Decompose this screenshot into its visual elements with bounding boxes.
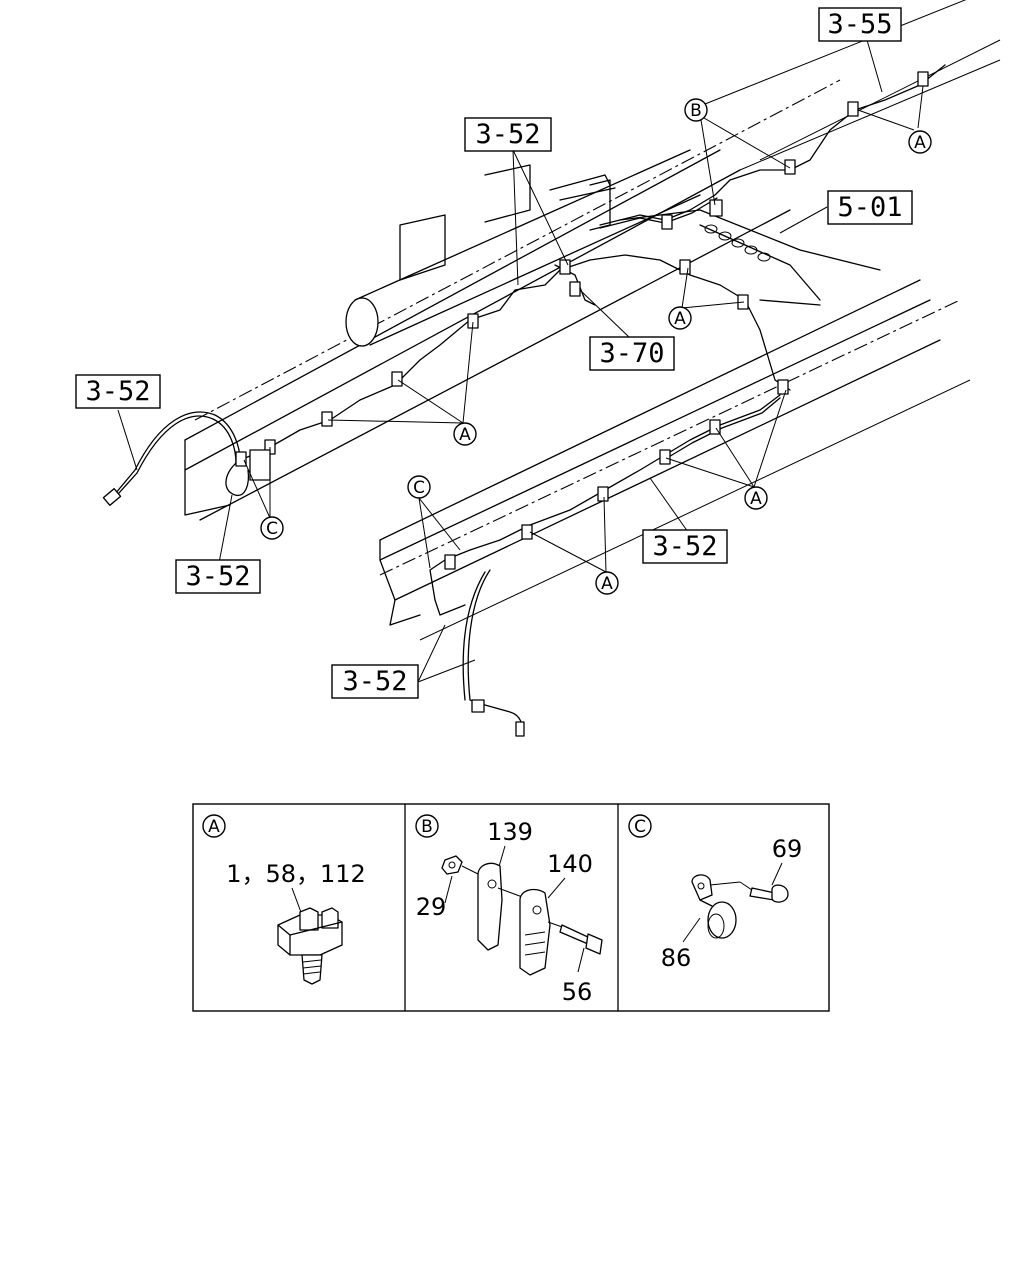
- pipe-clips: [102, 71, 929, 737]
- part-69: 69: [772, 835, 803, 863]
- detail-a-panel: A 1，58，112: [202, 814, 366, 985]
- svg-text:3-55: 3-55: [827, 9, 892, 40]
- svg-text:A: A: [674, 309, 686, 329]
- svg-text:C: C: [413, 478, 425, 498]
- marker-a-center: A: [668, 306, 692, 330]
- svg-text:3-70: 3-70: [599, 338, 664, 369]
- svg-text:C: C: [634, 817, 646, 837]
- marker-c-left: C: [260, 516, 284, 540]
- svg-text:A: A: [914, 133, 926, 153]
- callout-3-52-left: 3-52: [75, 374, 161, 409]
- marker-b-top: B: [684, 98, 708, 122]
- part-56: 56: [562, 978, 593, 1006]
- callout-3-52-bottom: 3-52: [331, 664, 419, 699]
- callout-3-70: 3-70: [589, 336, 675, 371]
- svg-text:A: A: [208, 817, 220, 837]
- callout-3-55: 3-55: [818, 7, 902, 42]
- marker-a-top-right: A: [908, 130, 932, 154]
- part-140: 140: [547, 850, 593, 878]
- clip-b-drawing: [441, 855, 603, 976]
- clip-a-drawing: [277, 907, 343, 985]
- svg-text:5-01: 5-01: [837, 192, 902, 223]
- callout-3-52-top: 3-52: [464, 117, 552, 152]
- clip-c-drawing: [691, 874, 789, 939]
- detail-a-parts: 1，58，112: [226, 860, 366, 888]
- chassis-frame: [184, 0, 1001, 641]
- part-29: 29: [416, 893, 447, 921]
- detail-c-marker: C: [628, 814, 652, 838]
- marker-a-bottom: A: [595, 571, 619, 595]
- svg-text:B: B: [421, 817, 433, 837]
- leader-lines: [117, 39, 924, 683]
- svg-text:B: B: [690, 101, 702, 121]
- svg-text:A: A: [601, 574, 613, 594]
- detail-b-panel: B 139 140 29 56: [415, 814, 603, 1006]
- callout-3-52-right: 3-52: [642, 529, 728, 564]
- detail-c-panel: C 69 86: [628, 814, 803, 972]
- svg-text:3-52: 3-52: [475, 119, 540, 150]
- svg-text:A: A: [750, 489, 762, 509]
- callout-5-01: 5-01: [827, 190, 913, 225]
- marker-c-right: C: [407, 475, 431, 499]
- svg-text:C: C: [266, 519, 278, 539]
- svg-text:3-52: 3-52: [85, 376, 150, 407]
- marker-a-left: A: [453, 422, 477, 446]
- svg-text:3-52: 3-52: [342, 666, 407, 697]
- svg-text:3-52: 3-52: [185, 561, 250, 592]
- part-86: 86: [661, 944, 692, 972]
- callout-3-52-left-lower: 3-52: [175, 559, 261, 594]
- svg-text:A: A: [459, 425, 471, 445]
- detail-b-marker: B: [415, 814, 439, 838]
- part-139: 139: [487, 818, 533, 846]
- svg-text:3-52: 3-52: [652, 531, 717, 562]
- marker-a-right: A: [744, 486, 768, 510]
- detail-a-marker: A: [202, 814, 226, 838]
